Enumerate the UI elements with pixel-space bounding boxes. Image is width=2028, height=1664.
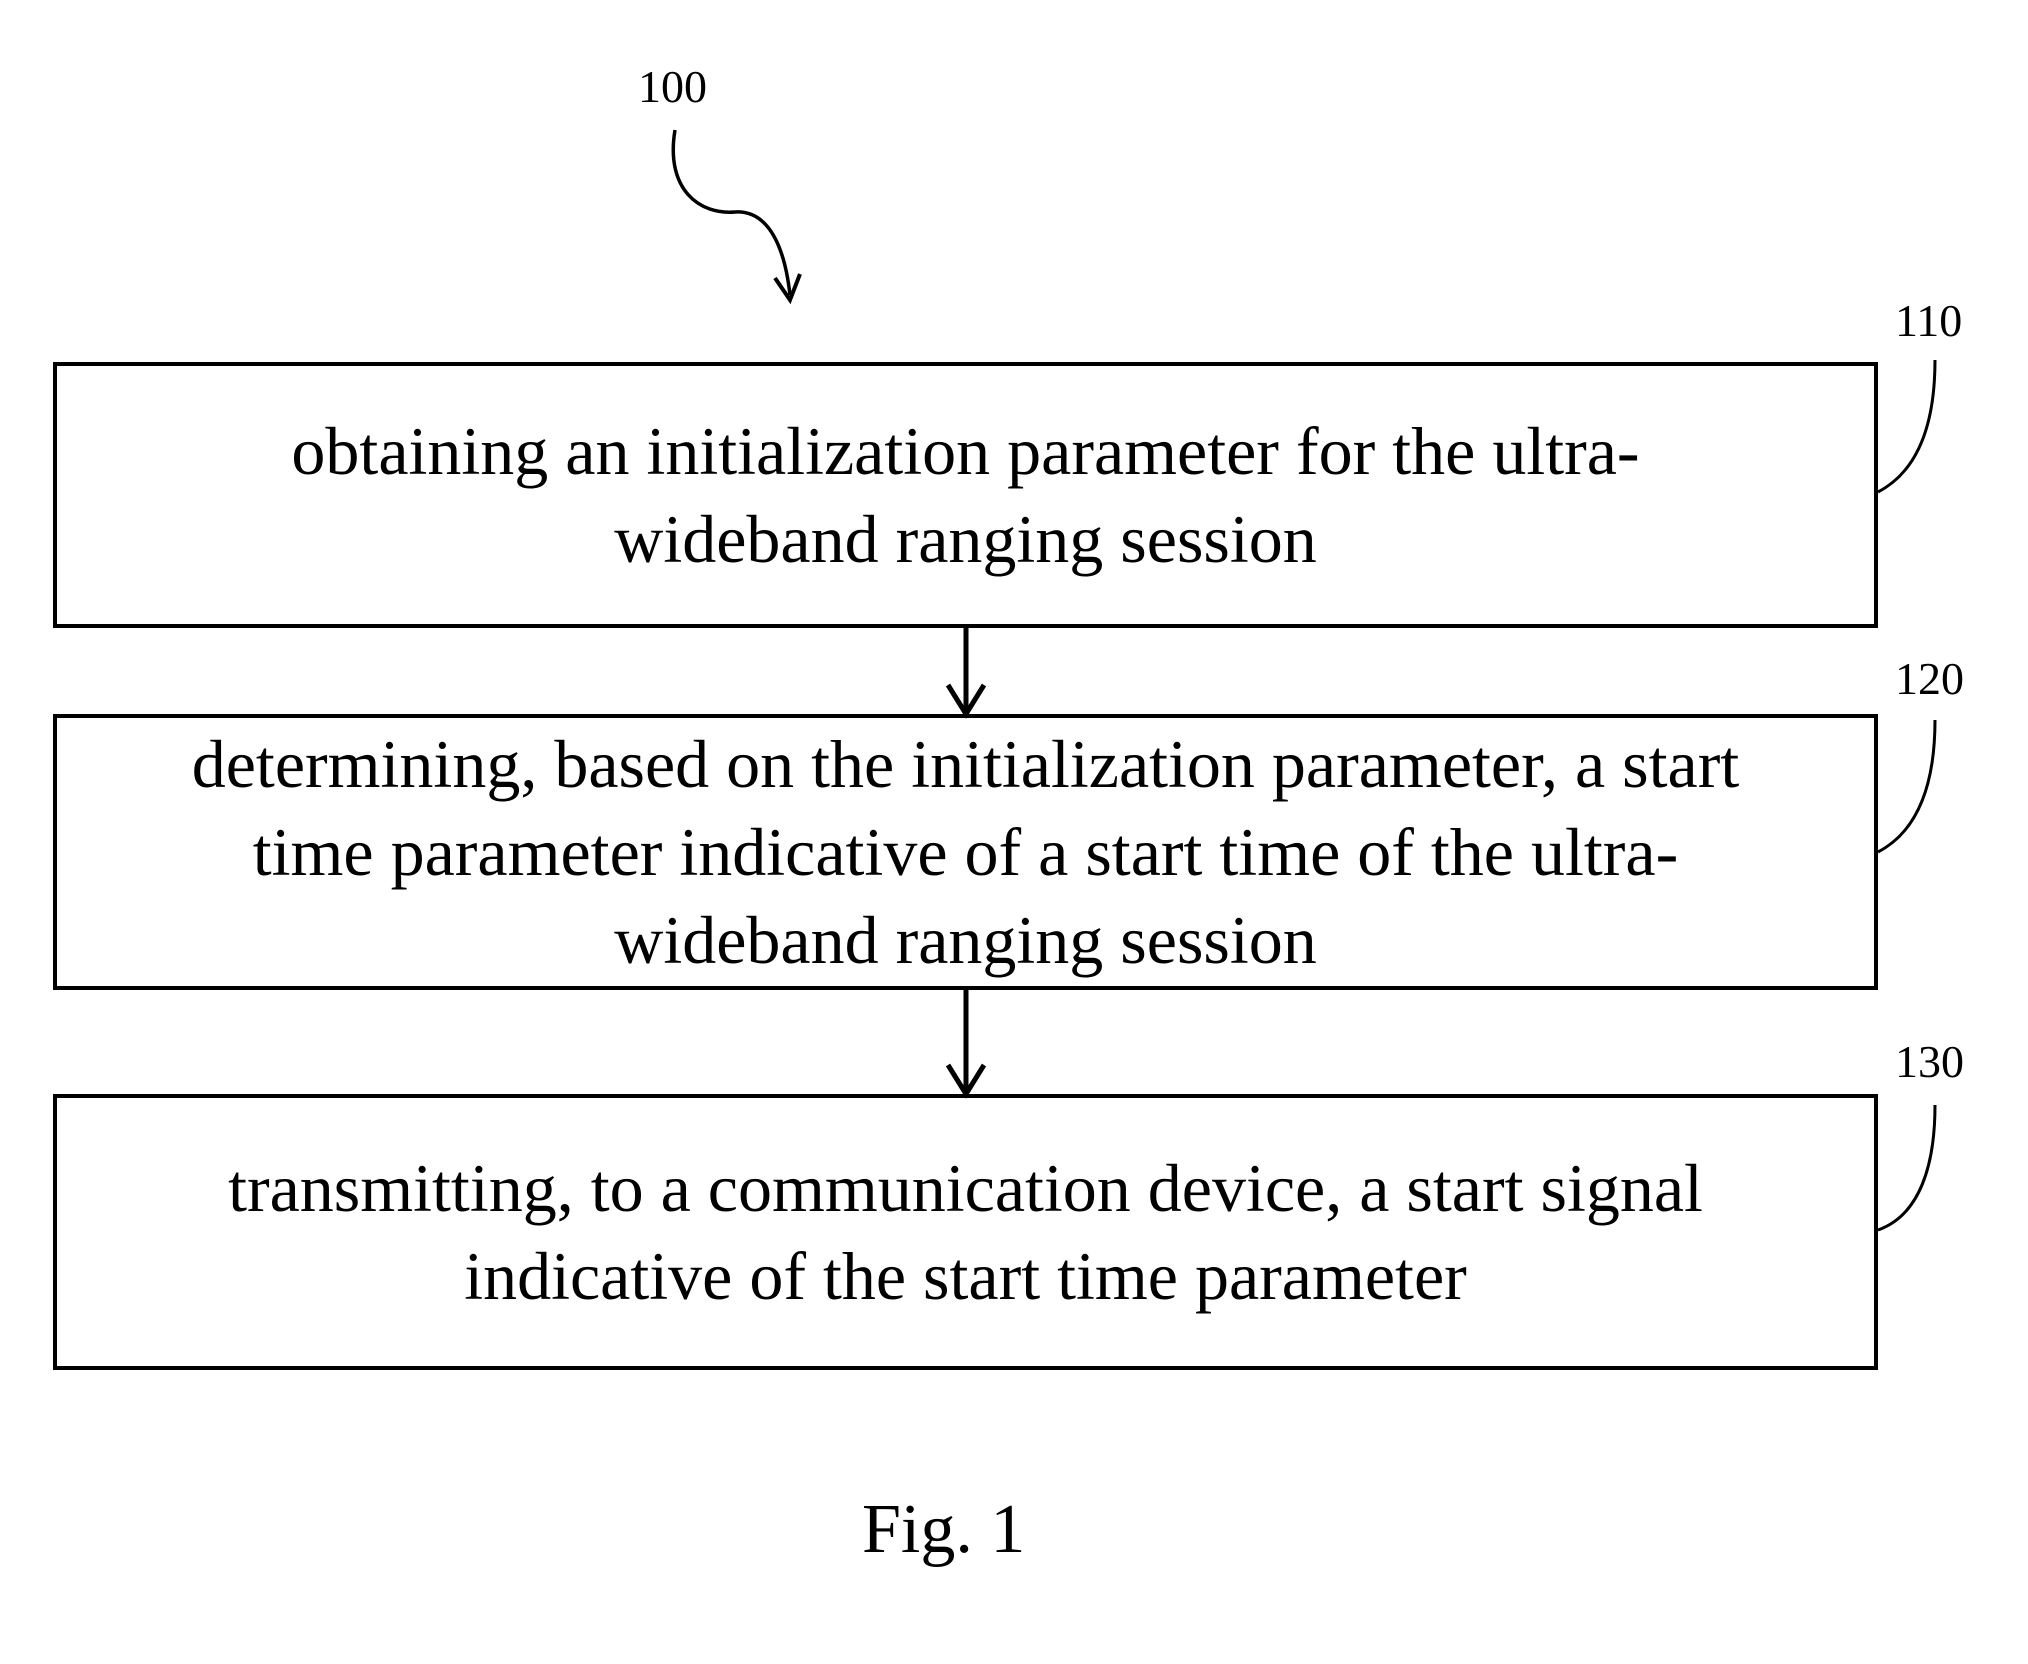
step-text: obtaining an initialization parameter fo… [291,413,1640,577]
leader-110 [1877,359,1937,494]
entry-arrow [671,129,792,296]
step-box-130: transmitting, to a communication device,… [53,1094,1878,1370]
step-ref-label: 110 [1895,295,1963,346]
step-box-120: determining, based on the initialization… [53,714,1878,990]
step-ref-label: 120 [1895,653,1964,704]
leader-130 [1877,1104,1937,1232]
method-ref-label: 100 [638,61,707,112]
entry-arrowhead [773,273,802,305]
step-text: determining, based on the initialization… [191,726,1740,978]
figure-caption: Fig. 1 [862,1491,1026,1568]
leader-120 [1877,719,1937,854]
step-box-110: obtaining an initialization parameter fo… [53,362,1878,628]
step-ref-label: 130 [1895,1036,1964,1087]
step-text: transmitting, to a communication device,… [228,1150,1703,1314]
